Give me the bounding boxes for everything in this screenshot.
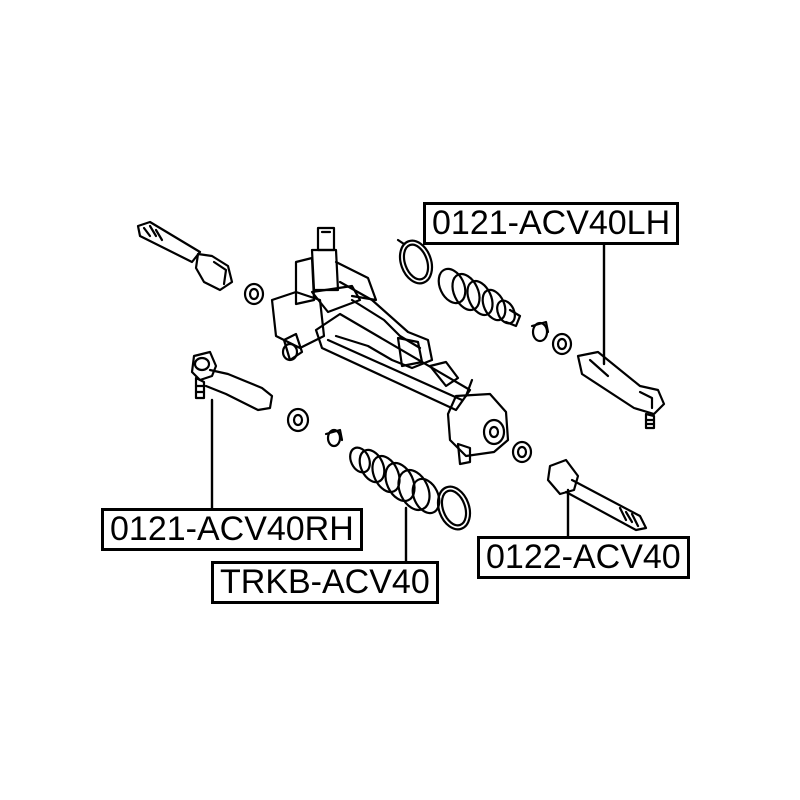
leader-lines — [210, 232, 606, 566]
part-label-steering-boot: TRKB-ACV40 — [211, 561, 439, 604]
small-clamp-lower — [324, 428, 344, 448]
lock-washer-left — [243, 282, 265, 306]
part-label-tie-rod-end-lh: 0121-ACV40LH — [423, 202, 680, 245]
rack-tube — [314, 312, 472, 412]
inner-tie-rod-right — [546, 458, 648, 532]
part-label-tie-rod-end-rh: 0121-ACV40RH — [101, 508, 363, 551]
inner-tie-rod-left — [136, 220, 234, 292]
part-label-inner-tie-rod: 0122-ACV40 — [477, 536, 690, 579]
boot-clamp-lower — [436, 485, 472, 531]
steering-boot-lower — [349, 446, 441, 515]
boot-clamp-upper — [396, 238, 434, 285]
steering-gear-housing — [270, 226, 434, 370]
tie-rod-end-rh — [190, 350, 274, 412]
tie-rod-end-lh — [576, 350, 666, 430]
lock-washer-right — [511, 440, 533, 464]
steering-boot-upper — [437, 267, 522, 328]
small-clamp-upper — [530, 320, 550, 343]
nut-upper — [551, 332, 573, 356]
rack-housing-end — [446, 378, 510, 466]
nut-lower-left — [286, 407, 310, 433]
